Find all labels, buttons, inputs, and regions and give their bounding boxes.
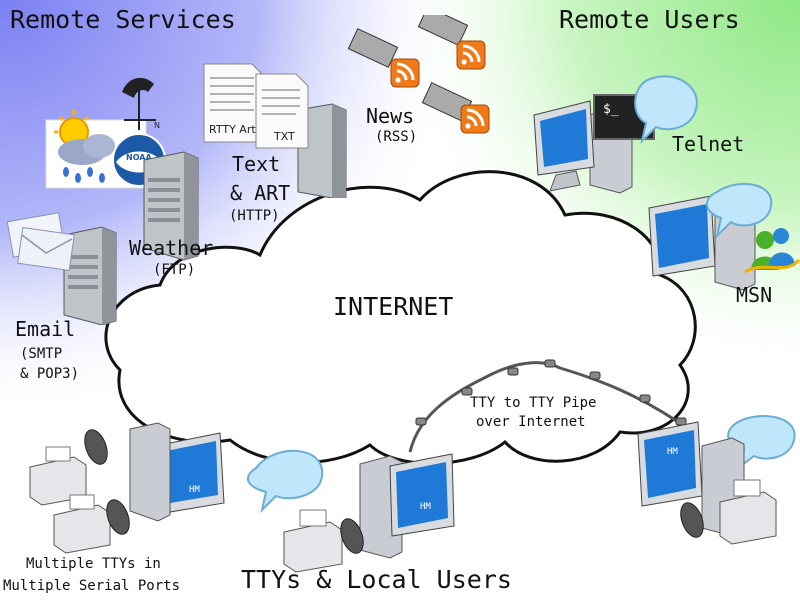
email-label: Email xyxy=(15,317,76,341)
msn-label: MSN xyxy=(736,283,773,307)
monitor-icon xyxy=(389,453,455,537)
email-server-icon xyxy=(63,226,117,325)
hm-badge: HM xyxy=(667,447,678,457)
teletype-printer-icon xyxy=(53,494,111,554)
news-rss-icons xyxy=(347,15,490,134)
hm-badge: HM xyxy=(420,502,431,512)
teletype-printer-icon xyxy=(283,509,364,573)
internet-cloud xyxy=(104,170,697,465)
rtty-art-doc-label: RTTY Art xyxy=(209,123,256,136)
weather-server-icon xyxy=(143,151,199,261)
telnet-computer-icon xyxy=(533,75,698,194)
local-users-heading: TTYs & Local Users xyxy=(241,565,512,594)
weather-label: Weather xyxy=(129,236,214,260)
email-protocol-2: & POP3) xyxy=(20,366,80,382)
text-label-2: & ART xyxy=(230,181,291,205)
email-protocol-1: (SMTP xyxy=(20,346,63,362)
newspaper-rss-icon xyxy=(417,15,486,70)
pipe-connectors xyxy=(415,359,687,426)
teletype-printer-icon xyxy=(680,479,777,545)
text-art-docs-icon xyxy=(203,63,347,198)
msn-computer-icon xyxy=(648,182,800,291)
text-server-icon xyxy=(297,103,347,198)
tty-pipe-cable xyxy=(408,361,691,453)
remote-users-heading: Remote Users xyxy=(559,5,740,34)
newspaper-rss-icon xyxy=(347,28,420,88)
document-txt-icon xyxy=(255,73,309,149)
terminal-prompt: $_ xyxy=(603,102,619,117)
newspaper-rss-icon xyxy=(421,82,490,134)
monitor-icon xyxy=(648,195,716,277)
pc-tower-icon xyxy=(129,422,171,522)
monitor-icon xyxy=(637,421,703,507)
text-label-1: Text xyxy=(232,152,281,176)
speech-bubble-icon xyxy=(706,182,773,240)
multi-tty-cluster xyxy=(29,422,225,554)
telnet-label: Telnet xyxy=(672,132,745,156)
monitor-icon xyxy=(533,100,595,192)
txt-doc-label: TXT xyxy=(274,130,295,143)
phone-handset-icon xyxy=(84,429,130,535)
pipe-label-line2: over Internet xyxy=(476,414,586,430)
news-protocol: (RSS) xyxy=(375,129,418,145)
local-user-right xyxy=(637,415,796,545)
multiple-ttys-label-1: Multiple TTYs in xyxy=(26,556,161,572)
text-protocol: (HTTP) xyxy=(229,208,280,224)
msn-buddy-icon xyxy=(744,228,800,274)
speech-bubble-icon xyxy=(634,75,698,145)
email-icon xyxy=(6,212,117,325)
monitor-icon xyxy=(159,432,225,514)
weather-protocol: (FTP) xyxy=(153,262,196,278)
local-user-center xyxy=(247,449,455,573)
rain-cloud-icon xyxy=(58,134,115,183)
multiple-ttys-label-2: Multiple Serial Ports xyxy=(3,578,181,594)
pipe-label-line1: TTY to TTY Pipe xyxy=(470,395,597,411)
news-label: News xyxy=(366,104,415,128)
document-rtty-icon xyxy=(203,63,265,143)
internet-label: INTERNET xyxy=(333,292,454,321)
envelope-icon xyxy=(6,212,75,272)
svg-text:N: N xyxy=(154,121,160,130)
sun-icon xyxy=(54,110,90,147)
remote-services-heading: Remote Services xyxy=(10,5,236,34)
weathervane-icon: N xyxy=(122,77,160,130)
speech-bubble-icon xyxy=(247,449,324,514)
noaa-logo-text: NOAA xyxy=(126,153,152,162)
hm-badge: HM xyxy=(189,485,200,495)
